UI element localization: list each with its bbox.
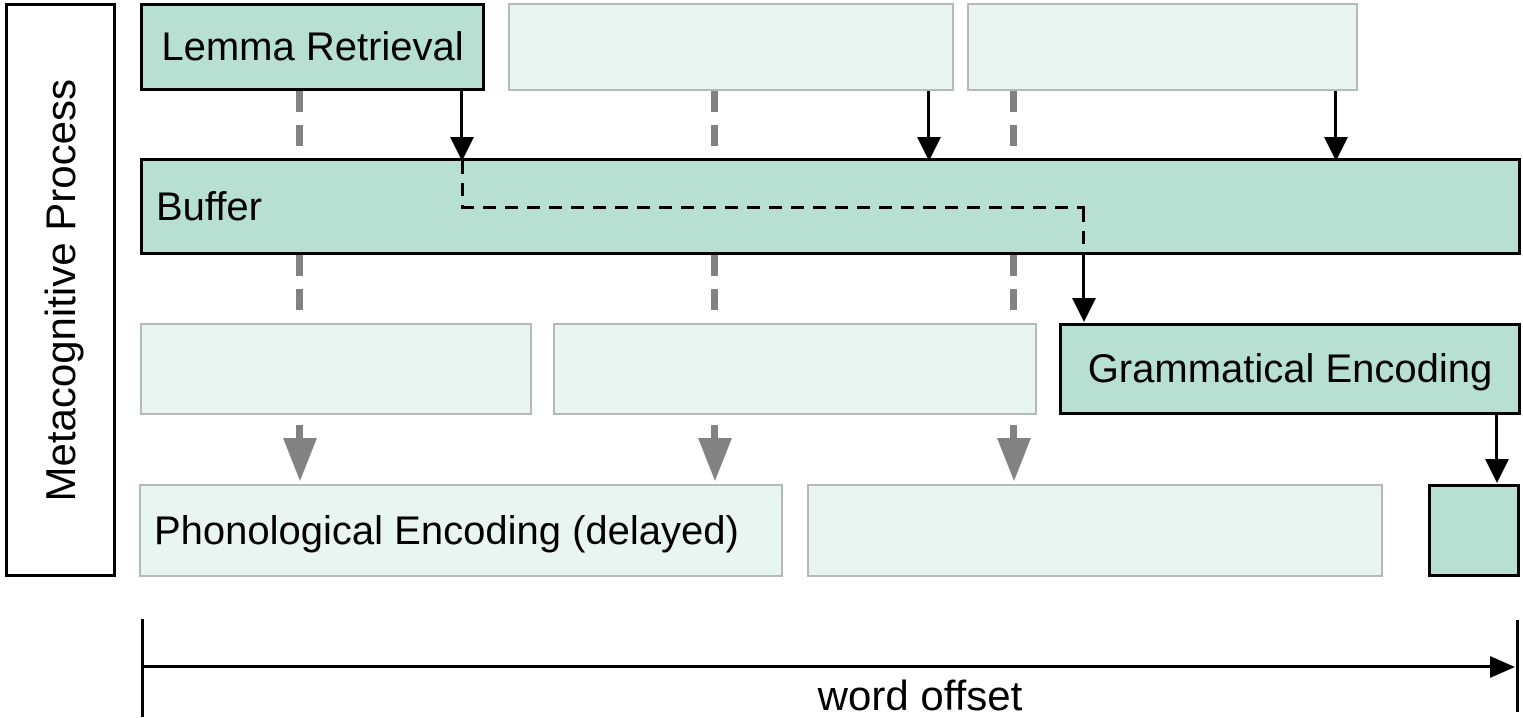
solid-arrow-3-to-buffer-line (1334, 91, 1337, 137)
dashed-arrow-3-upper (1010, 91, 1017, 160)
dashed-arrow-1-head (283, 438, 317, 481)
dashed-arrow-3-head (997, 438, 1031, 481)
route-arrow-head (1072, 298, 1096, 322)
metacognitive-process-box: Metacognitive Process (5, 3, 116, 577)
phonological-encoding-box: Phonological Encoding (delayed) (139, 484, 783, 577)
middle-placeholder-box-1 (140, 323, 532, 415)
phonological-encoding-label: Phonological Encoding (delayed) (154, 508, 739, 553)
solid-arrow-2-to-buffer-line (927, 91, 930, 137)
grammatical-encoding-label: Grammatical Encoding (1087, 347, 1493, 391)
solid-arrow-lemma-to-buffer-line (460, 91, 463, 137)
axis-arrowhead (1490, 656, 1515, 678)
dashed-route-down-segment (461, 161, 464, 206)
solid-arrow-3-to-buffer-head (1324, 137, 1348, 161)
top-placeholder-box-2 (508, 3, 954, 91)
solid-arrow-lemma-to-buffer-head (450, 137, 474, 161)
solid-arrow-grammatical-to-terminal-head (1485, 459, 1509, 483)
buffer-bar: Buffer (140, 158, 1521, 255)
grammatical-encoding-box: Grammatical Encoding (1059, 323, 1521, 415)
dashed-arrow-2-head (698, 438, 732, 481)
lemma-retrieval-box: Lemma Retrieval (140, 3, 485, 91)
solid-arrow-2-to-buffer-head (917, 137, 941, 161)
dashed-route-descend-segment (1082, 209, 1085, 255)
buffer-label: Buffer (156, 184, 262, 229)
axis-line (141, 665, 1493, 668)
route-arrow-line (1082, 255, 1085, 298)
word-offset-label: word offset (817, 672, 1023, 718)
dashed-arrow-1-upper (296, 91, 303, 160)
axis-end-tick (1516, 620, 1519, 712)
lemma-retrieval-label: Lemma Retrieval (161, 25, 464, 69)
axis-start-tick (141, 619, 144, 717)
top-placeholder-box-3 (967, 3, 1358, 91)
bottom-placeholder-box (807, 484, 1383, 577)
middle-placeholder-box-2 (553, 323, 1037, 415)
solid-arrow-grammatical-to-terminal-line (1495, 415, 1498, 459)
metacognitive-process-label: Metacognitive Process (36, 78, 84, 502)
terminal-box (1428, 484, 1520, 577)
dashed-route-horizontal-segment (461, 206, 1085, 209)
dashed-arrow-2-upper (711, 91, 718, 160)
